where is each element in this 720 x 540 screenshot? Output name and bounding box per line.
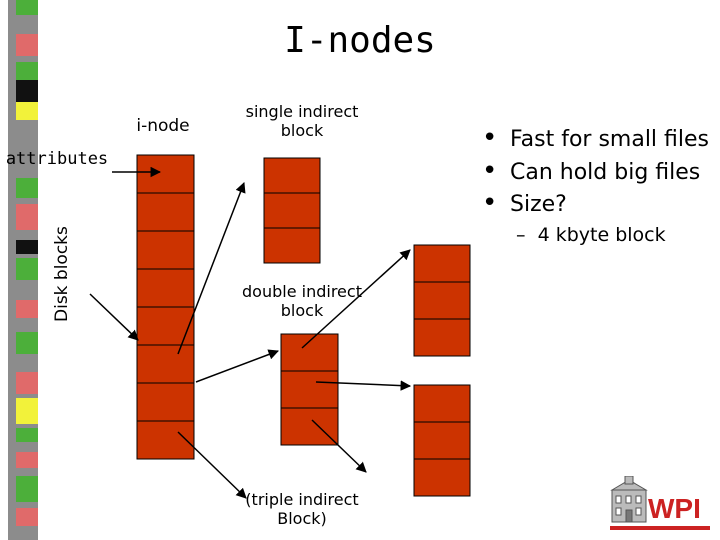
strip-block: [16, 332, 38, 354]
inode-block-cell: [136, 344, 195, 384]
strip-block: [16, 372, 38, 394]
inode-block-cell: [136, 382, 195, 422]
pointer-arrows: [89, 166, 412, 499]
strip-block: [16, 300, 38, 318]
double-indirect-block-cell: [280, 370, 339, 409]
single-indirect-block-cell: [263, 157, 321, 194]
triple-indirect-label: (triple indirect Block): [245, 490, 359, 529]
bullet-item: • Size?: [480, 188, 718, 220]
strip-block: [16, 240, 38, 254]
inode-label: i-node: [136, 116, 190, 136]
data-block-lower-cell: [413, 384, 471, 423]
double-indirect-pointer-arrow: [195, 349, 279, 383]
bullet-text: Fast for small files: [510, 127, 709, 152]
inode-block-cell: [136, 230, 195, 270]
single-indirect-label: single indirect block: [245, 102, 359, 141]
strip-block: [16, 452, 38, 468]
attributes-label: attributes: [5, 149, 109, 169]
sub-bullet-text: 4 kbyte block: [537, 223, 666, 246]
slide-title: I-nodes: [284, 20, 436, 61]
inode-block-cell: [136, 268, 195, 308]
triple-indirect-pointer-arrow: [177, 431, 247, 499]
single-indirect-pointer-arrow: [177, 182, 246, 355]
double-indirect-label: double indirect block: [242, 282, 362, 321]
strip-block: [16, 80, 38, 102]
bullet-dot: •: [482, 188, 498, 219]
strip-block: [16, 508, 38, 526]
data-block-upper-cell: [413, 318, 471, 357]
strip-block: [16, 258, 38, 280]
bullet-dot: •: [482, 155, 498, 186]
double-indirect-block-cell: [280, 333, 339, 372]
double-to-data-arrow: [301, 249, 411, 349]
bullet-text: Can hold big files: [510, 159, 701, 185]
data-block-lower-cell: [413, 421, 471, 460]
strip-block: [16, 62, 38, 80]
inode-block-cell: [136, 306, 195, 346]
sub-bullet-dash: –: [516, 223, 526, 246]
bullet-dot: •: [482, 123, 498, 153]
bullet-item: • Can hold big files: [480, 156, 718, 188]
strip-block: [16, 34, 38, 56]
data-block-upper-cell: [413, 281, 471, 320]
inode-block-cell: [136, 420, 195, 460]
bullet-item: • Fast for small files: [480, 123, 718, 155]
strip-block: [16, 398, 38, 424]
logo-graphic: WPI: [610, 475, 710, 530]
data-block-upper-cell: [413, 244, 471, 283]
wpi-logo: WPI: [608, 475, 712, 534]
strip-block: [16, 178, 38, 198]
data-block-lower-cell: [413, 458, 471, 497]
disk-blocks-label: Disk blocks: [52, 226, 72, 322]
strip-block: [16, 204, 38, 230]
sub-bullet: – 4 kbyte block: [480, 224, 718, 246]
double-to-single-arrow: [315, 380, 412, 391]
strip-block: [16, 476, 38, 502]
strip-block: [16, 0, 38, 15]
double-down-arrow: [311, 419, 367, 473]
bullet-text: Size?: [510, 192, 567, 218]
strip-block: [16, 102, 38, 120]
double-indirect-block-cell: [280, 407, 339, 446]
strip-block: [16, 428, 38, 442]
bullet-list: • Fast for small files • Can hold big file…: [480, 123, 718, 246]
disk-blocks-arrow: [89, 293, 139, 341]
single-indirect-block-cell: [263, 227, 321, 264]
block-stacks: [136, 154, 471, 497]
inode-block-cell: [136, 154, 195, 194]
inode-block-cell: [136, 192, 195, 232]
single-indirect-block-cell: [263, 192, 321, 229]
logo-text: WPI: [648, 493, 701, 524]
decorative-color-strip: [8, 0, 38, 540]
